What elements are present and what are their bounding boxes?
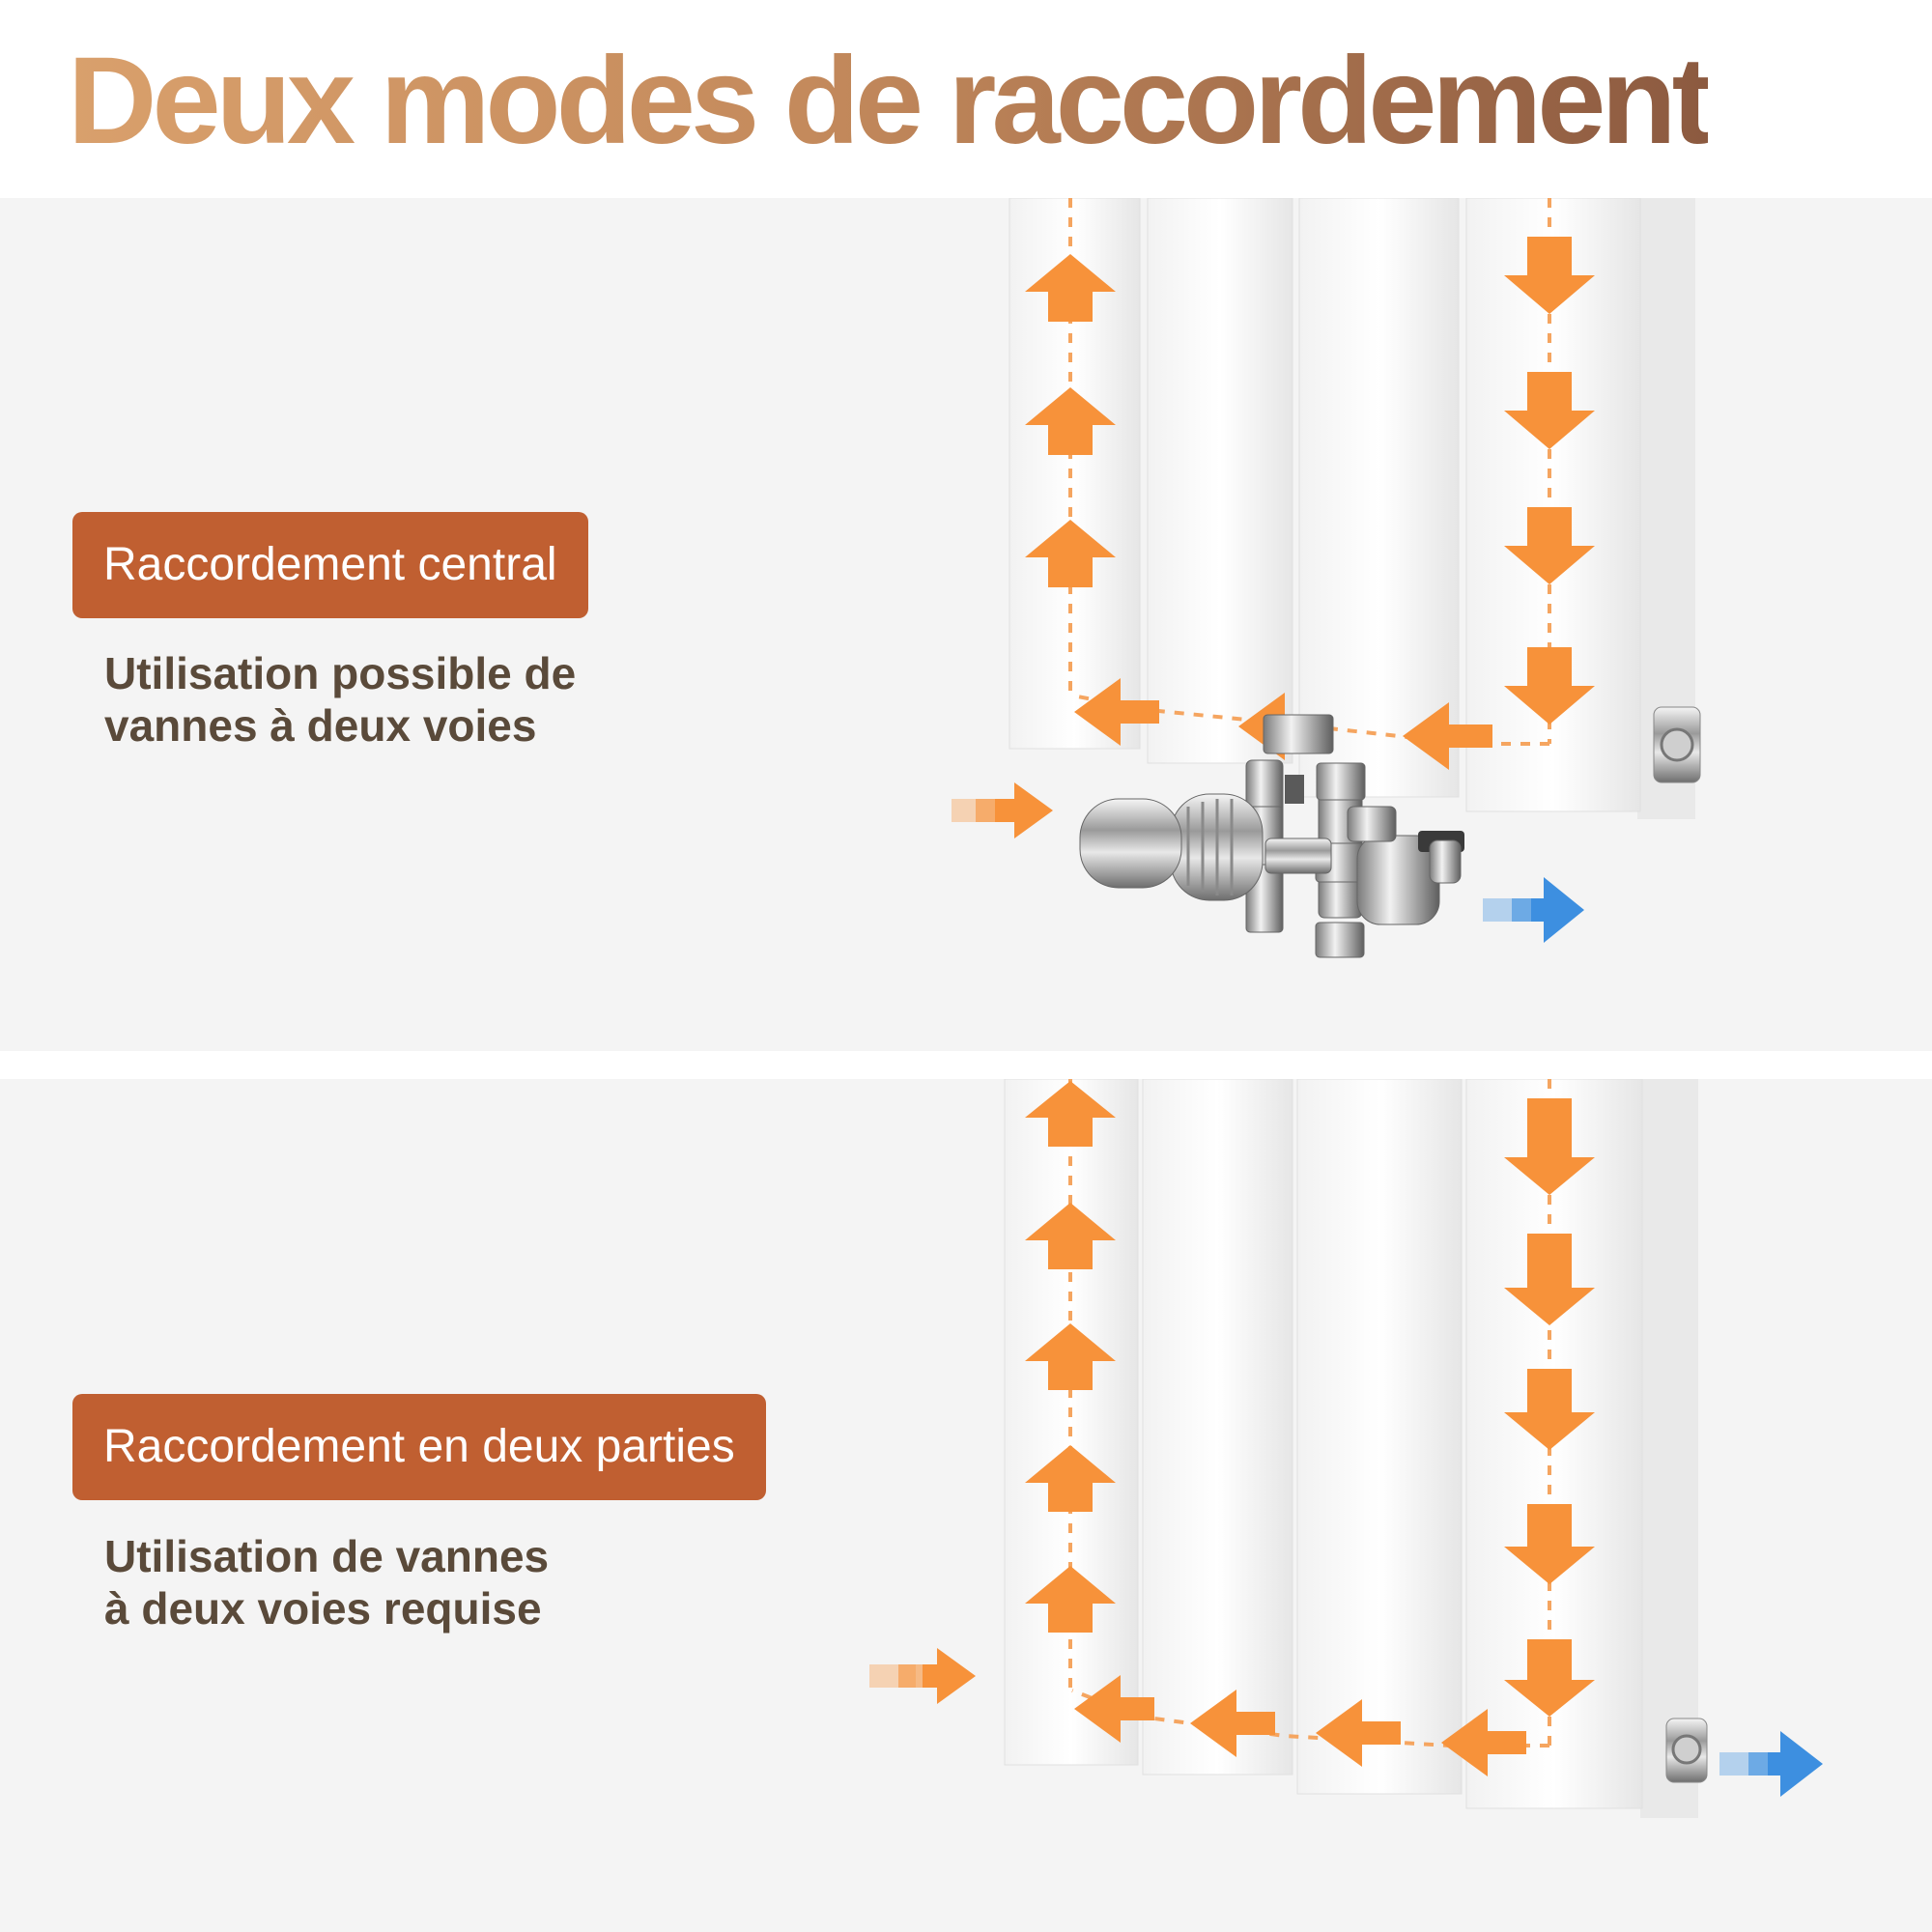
description-line: vannes à deux voies bbox=[104, 700, 537, 751]
description-line: Utilisation de vannes bbox=[104, 1531, 550, 1581]
return-flow-arrows bbox=[1074, 1675, 1526, 1776]
down-flow-arrows bbox=[1504, 1098, 1595, 1717]
description-line: à deux voies requise bbox=[104, 1583, 542, 1634]
side-connector-nut bbox=[1665, 1718, 1708, 1783]
description-line: Utilisation possible de bbox=[104, 648, 577, 698]
up-flow-arrows bbox=[1025, 1081, 1116, 1633]
mode-badge-central: Raccordement central bbox=[72, 512, 588, 618]
central-connection-section: Raccordement central Utilisation possibl… bbox=[0, 198, 1932, 1051]
orange-inlet-arrow-icon bbox=[952, 782, 1053, 838]
radiator-two-part-illustration bbox=[869, 1079, 1823, 1818]
down-flow-arrows bbox=[1504, 237, 1595, 724]
up-flow-arrows bbox=[1025, 254, 1116, 587]
page-title: Deux modes de raccordement bbox=[68, 29, 1713, 174]
blue-outlet-arrow-icon bbox=[1483, 877, 1584, 943]
blue-outlet-arrow-icon bbox=[1719, 1731, 1823, 1797]
two-part-connection-section: Raccordement en deux parties Utilisation… bbox=[0, 1079, 1932, 1932]
mode-description-central: Utilisation possible de vannes à deux vo… bbox=[104, 647, 576, 752]
two-way-valve-icon bbox=[1079, 714, 1464, 958]
mode-description-two-part: Utilisation de vannes à deux voies requi… bbox=[104, 1530, 549, 1634]
side-connector-nut bbox=[1653, 706, 1701, 783]
orange-inlet-arrow-icon bbox=[869, 1648, 976, 1704]
mode-badge-two-part: Raccordement en deux parties bbox=[72, 1394, 766, 1500]
radiator-central-illustration bbox=[952, 198, 1701, 958]
